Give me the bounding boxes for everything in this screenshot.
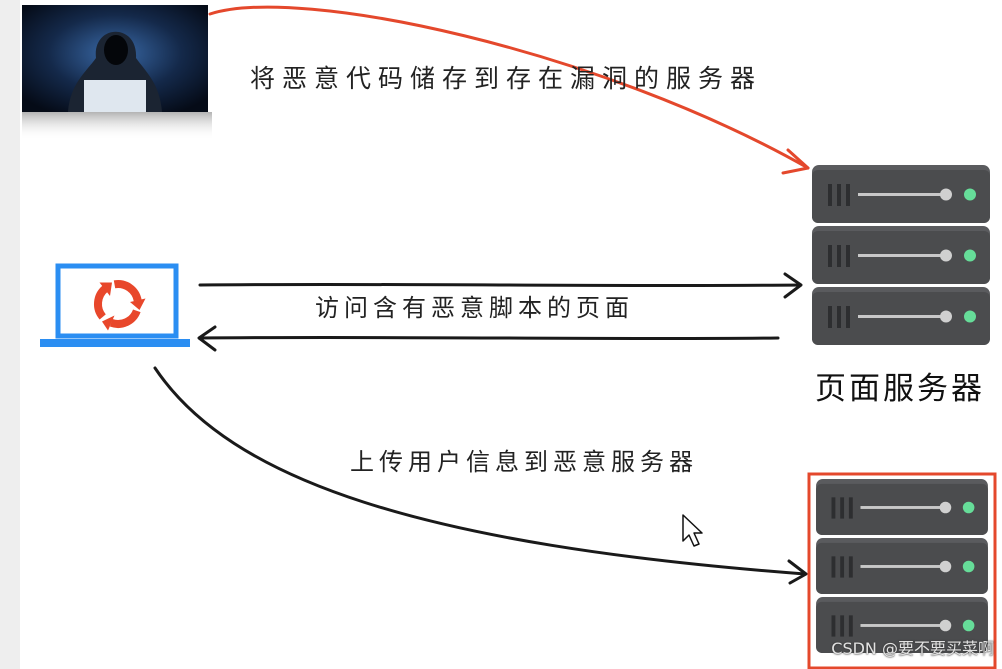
- page-server-label: 页面服务器: [815, 371, 985, 407]
- refresh-icon: [93, 280, 142, 328]
- laptop-base: [40, 339, 190, 347]
- page-server-unit-2: [812, 226, 990, 284]
- page-server-unit-1: [812, 165, 990, 223]
- store-code-arrow: [208, 5, 810, 175]
- store-code-label: 将恶意代码储存到存在漏洞的服务器: [250, 64, 763, 93]
- store-code-arrowhead: [781, 148, 810, 175]
- malicious-server-unit-1: [816, 479, 988, 535]
- mouse-cursor-icon: [682, 514, 703, 547]
- hacker-image-shadow: [22, 112, 212, 140]
- upload-info-label: 上传用户信息到恶意服务器: [350, 448, 698, 476]
- page-server-stack-icon: [812, 165, 990, 345]
- laptop-icon: [40, 263, 190, 347]
- malicious-server-stack-icon: [807, 472, 997, 669]
- left-margin-strip: [0, 0, 20, 669]
- visit-response-arrow: [197, 325, 780, 352]
- malicious-server-unit-2: [816, 538, 988, 594]
- watermark: CSDN @要不要买菜啊: [831, 639, 994, 658]
- upload-info-arrow: [153, 366, 808, 585]
- visit-page-label: 访问含有恶意脚本的页面: [315, 294, 634, 322]
- hacker-image: [22, 5, 212, 140]
- refresh-icon-heads: [99, 282, 146, 331]
- hacker-face: [104, 35, 128, 65]
- hacker-laptop: [84, 80, 146, 112]
- page-server-unit-3: [812, 287, 990, 345]
- visit-request-arrow: [198, 272, 803, 299]
